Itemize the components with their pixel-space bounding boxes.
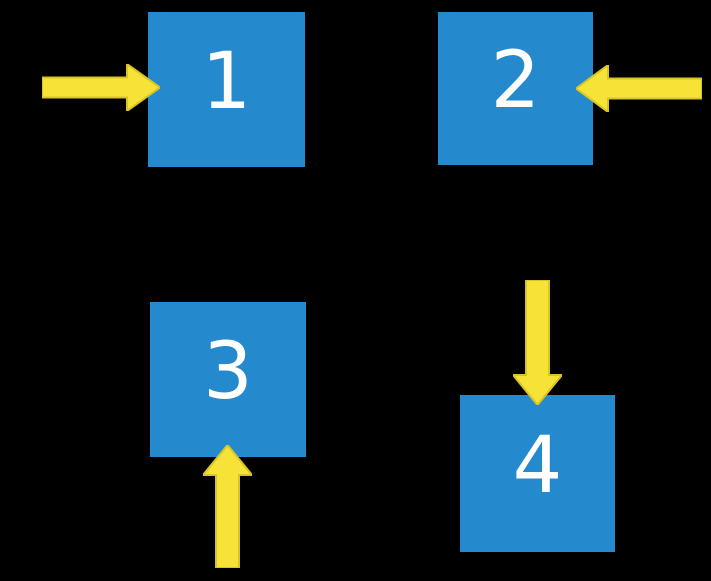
arrow-left-icon — [576, 65, 702, 112]
box-3-label: 3 — [203, 326, 253, 417]
box-2: 2 — [438, 12, 593, 165]
box-1-label: 1 — [201, 36, 252, 127]
box-4-label: 4 — [512, 420, 563, 511]
arrow-up-icon — [203, 445, 252, 568]
box-2-label: 2 — [490, 35, 541, 126]
arrow-right-icon — [42, 64, 160, 111]
box-3: 3 — [150, 302, 306, 457]
box-4: 4 — [460, 395, 615, 552]
box-1: 1 — [148, 12, 305, 167]
arrow-down-icon — [513, 280, 562, 405]
